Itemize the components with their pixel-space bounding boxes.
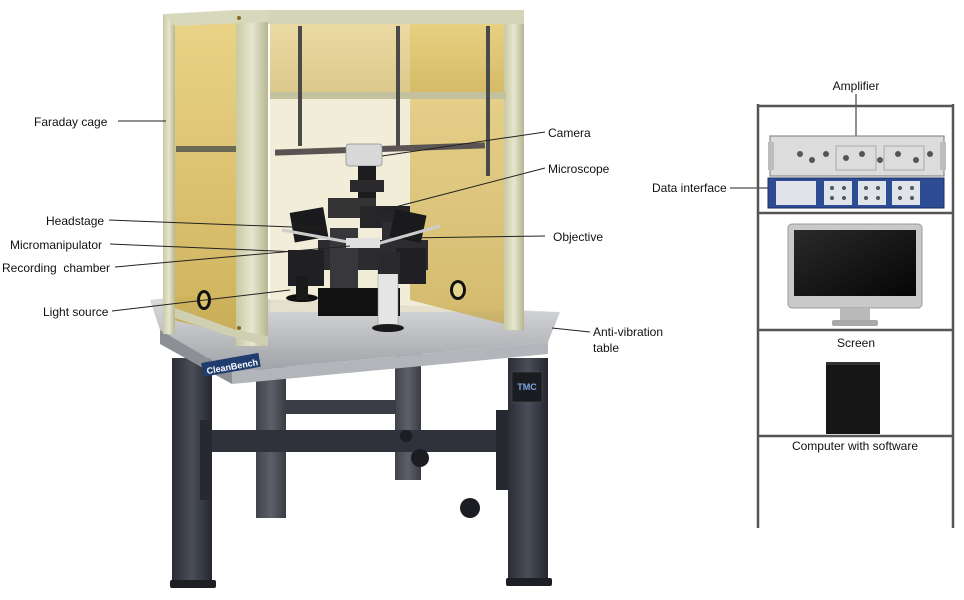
label-faraday-cage: Faraday cage	[34, 115, 108, 129]
leader-lines	[108, 94, 857, 333]
tmc-logo: TMC	[511, 371, 543, 403]
label-light-source: Light source	[43, 305, 109, 319]
monitor-icon	[787, 223, 923, 326]
label-amplifier: Amplifier	[833, 79, 880, 93]
data-interface-unit	[767, 177, 945, 209]
label-headstage: Headstage	[46, 214, 104, 228]
label-screen: Screen	[837, 336, 875, 350]
label-recording-chamber: Recording chamber	[2, 261, 110, 275]
label-micromanipulator: Micromanipulator	[10, 238, 102, 252]
label-anti-vibration-line1: Anti-vibration	[593, 325, 663, 339]
tmc-logo-text: TMC	[517, 382, 537, 392]
label-microscope: Microscope	[548, 162, 610, 176]
microscope-assembly	[274, 142, 486, 332]
camera-icon	[345, 143, 383, 167]
table-legs	[170, 350, 552, 588]
label-data-interface: Data interface	[652, 181, 727, 195]
amplifier-unit	[768, 135, 946, 177]
label-objective: Objective	[553, 230, 603, 244]
label-computer: Computer with software	[792, 439, 918, 453]
label-anti-vibration-line2: table	[593, 341, 619, 355]
label-camera: Camera	[548, 126, 591, 140]
computer-tower-icon	[826, 362, 880, 434]
equipment-rack	[756, 104, 955, 528]
rig-illustration: TMC CleanBench	[150, 10, 560, 588]
